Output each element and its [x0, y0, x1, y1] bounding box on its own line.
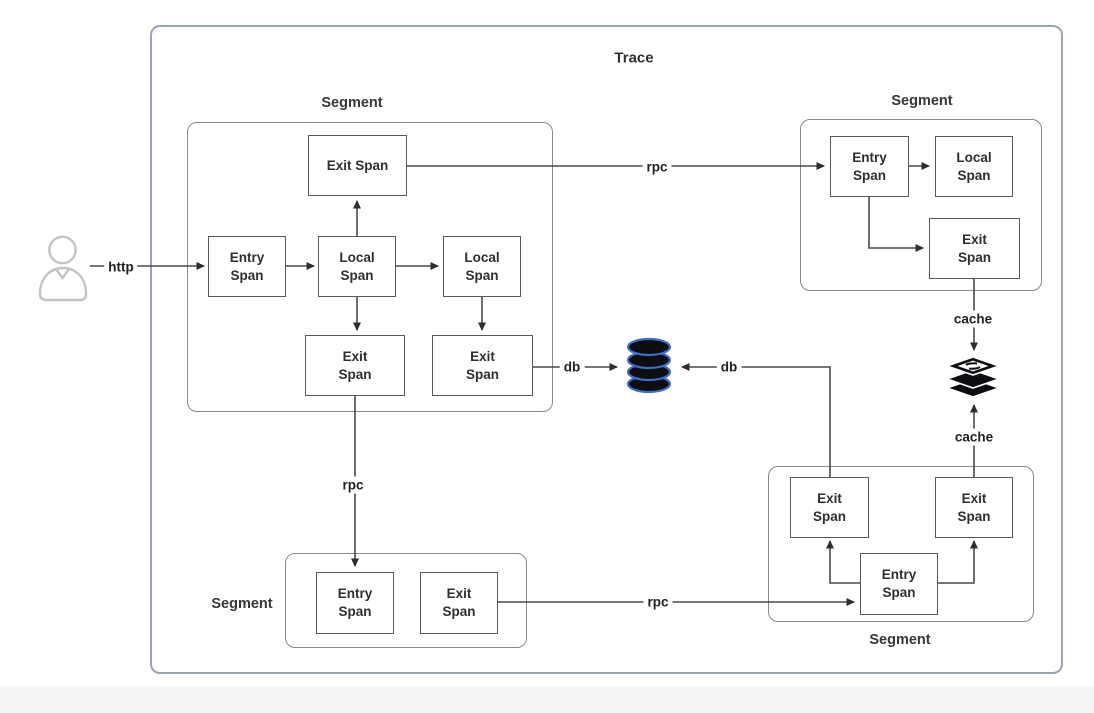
segment-1-label: Segment: [321, 95, 383, 111]
segment-1-box: [187, 122, 553, 412]
span-segment1-exit-right: Exit Span: [432, 335, 533, 396]
span-segment4-exit-right: Exit Span: [935, 477, 1013, 538]
span-segment4-entry: Entry Span: [860, 553, 938, 615]
span-segment4-exit-left: Exit Span: [790, 477, 869, 538]
segment-4-label: Segment: [869, 632, 931, 648]
span-segment2-local: Local Span: [935, 136, 1013, 197]
edge-label-rpc-bottom: rpc: [643, 593, 673, 611]
cache-icon: [946, 356, 1000, 398]
segment-3-box: [285, 553, 527, 648]
segment-2-box: [800, 119, 1042, 291]
span-segment3-exit: Exit Span: [420, 572, 498, 634]
edge-label-cache-bottom: cache: [950, 428, 998, 446]
edge-label-db-right: db: [716, 358, 742, 376]
edge-label-http: http: [104, 258, 138, 276]
trace-title: Trace: [614, 49, 654, 67]
bottom-band: [0, 686, 1094, 713]
span-segment1-exit-top: Exit Span: [308, 135, 407, 196]
span-segment1-entry: Entry Span: [208, 236, 286, 297]
span-segment3-entry: Entry Span: [316, 572, 394, 634]
edge-label-rpc-top: rpc: [642, 158, 672, 176]
span-segment2-entry: Entry Span: [830, 136, 909, 197]
user-icon: [38, 235, 88, 302]
segment-3-label: Segment: [211, 596, 273, 612]
span-segment1-local-2: Local Span: [443, 236, 521, 297]
edge-label-db-left: db: [559, 358, 585, 376]
span-segment1-local-1: Local Span: [318, 236, 396, 297]
edge-label-cache-top: cache: [949, 310, 997, 328]
edge-label-rpc-mid: rpc: [338, 476, 368, 494]
span-segment2-exit: Exit Span: [929, 218, 1020, 279]
segment-4-box: [768, 466, 1034, 622]
database-icon: [626, 337, 672, 394]
segment-2-label: Segment: [891, 93, 953, 109]
span-segment1-exit-left: Exit Span: [305, 335, 405, 396]
